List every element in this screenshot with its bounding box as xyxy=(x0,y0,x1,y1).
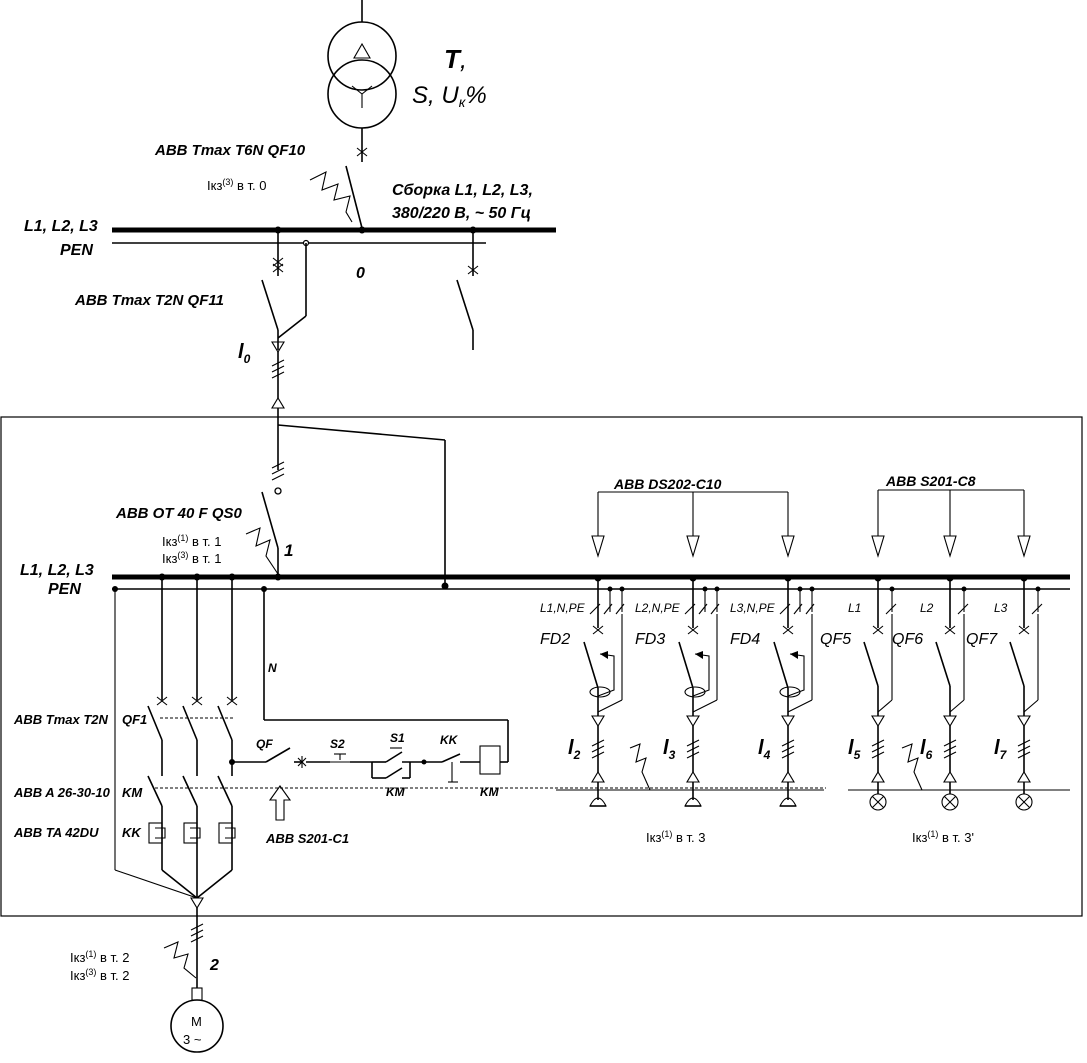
km-contact-label: KM xyxy=(386,785,406,799)
km-label: KM xyxy=(122,785,143,800)
qf10-breaker-symbol xyxy=(345,146,368,229)
feeder-device-label: QF5 xyxy=(820,631,851,648)
kk-contact-label: KK xyxy=(440,733,459,747)
feeder-device-label: FD2 xyxy=(540,631,570,648)
feeder-fd2: L1,N,PE FD2 l2 xyxy=(540,574,625,807)
motor-symbol xyxy=(170,987,224,1053)
s201c1-label: ABB S201-C1 xyxy=(265,831,349,846)
s1-label: S1 xyxy=(390,731,405,745)
cable-l0-symbol xyxy=(271,341,285,470)
ikz-point-1-three: Iкз(3) в т. 1 xyxy=(162,550,222,566)
ikz-point-2-single: Iкз(1) в т. 2 xyxy=(70,949,130,965)
cable-l0-label: l0 xyxy=(238,341,251,366)
feeder-device-label: FD3 xyxy=(635,631,665,648)
feeder-fd3: L2,N,PE FD3 l3 xyxy=(635,574,720,807)
km-coil-label: KM xyxy=(480,785,500,799)
node-1: 1 xyxy=(284,541,293,560)
feeder-phase-label: L2 xyxy=(920,601,934,615)
transformer-params: S, Uк% xyxy=(412,82,487,110)
s2-label: S2 xyxy=(330,737,345,751)
feeder-phase-label: L3 xyxy=(994,601,1008,615)
feeder-cable-label: l4 xyxy=(758,737,771,762)
motor-letter: M xyxy=(191,1014,202,1029)
reserve-breaker-symbol xyxy=(456,230,479,350)
ds202-label: ABB DS202-C10 xyxy=(613,476,722,492)
qf11-label: ABB Tmax T2N QF11 xyxy=(74,292,224,309)
lower-bus-pen: PEN xyxy=(48,581,81,598)
kk-device-label: ABB TA 42DU xyxy=(13,825,99,840)
assembly-line2: 380/220 В, ~ 50 Гц xyxy=(392,205,531,222)
transformer-name: T, xyxy=(444,44,467,74)
upper-bus-phases: L1, L2, L3 xyxy=(24,218,98,235)
feeders-group: L1,N,PE FD2 l2 L2,N,PE FD3 l3 L3,N,PE FD4 l4 L1QF… xyxy=(540,574,1043,811)
qf1-label: QF1 xyxy=(122,712,147,727)
qs0-label: ABB OT 40 F QS0 xyxy=(115,505,243,522)
assembly-line1: Сборка L1, L2, L3, xyxy=(392,182,533,199)
feeder-fd4: L3,N,PE FD4 l4 xyxy=(730,574,815,807)
feeder-phase-label: L1 xyxy=(848,601,861,615)
lower-bus-phases: L1, L2, L3 xyxy=(20,562,94,579)
ikz-point-3: Iкз(1) в т. 3 xyxy=(646,829,706,845)
ikz-point-1-single: Iкз(1) в т. 1 xyxy=(162,533,222,549)
qf1-device-label: ABB Tmax T2N xyxy=(13,712,109,727)
upper-bus-pen: PEN xyxy=(60,242,93,259)
transformer-symbol xyxy=(327,0,397,146)
km-device-label: ABB A 26-30-10 xyxy=(13,785,111,800)
ikz-point-3-prime: Iкз(1) в т. 3' xyxy=(912,829,974,845)
feeder-device-label: FD4 xyxy=(730,631,760,648)
control-circuit-symbol xyxy=(229,589,509,821)
feeder-device-label: QF7 xyxy=(966,631,998,648)
motor-phase: 3 ~ xyxy=(183,1032,202,1047)
fault-lightning-icon xyxy=(245,527,279,575)
qf10-label: ABB Tmax T6N QF10 xyxy=(154,142,306,159)
node-2: 2 xyxy=(209,957,219,974)
fault-lightning-icon xyxy=(901,743,923,791)
n-label: N xyxy=(268,661,277,675)
feeder-cable-label: l6 xyxy=(920,737,933,762)
qs0-switch-symbol xyxy=(261,424,446,586)
switchboard-frame xyxy=(0,416,1083,917)
kk-label: KK xyxy=(122,825,142,840)
feeder-device-label: QF6 xyxy=(892,631,923,648)
ds202-bracket xyxy=(591,491,795,558)
feeder-cable-label: l5 xyxy=(848,737,861,762)
s201c8-label: ABB S201-C8 xyxy=(885,473,976,489)
qf-control-label: QF xyxy=(256,737,273,751)
fault-lightning-icon xyxy=(629,743,651,791)
ikz-point-0: Iкз(3) в т. 0 xyxy=(207,177,267,193)
feeder-phase-label: L1,N,PE xyxy=(540,601,586,615)
qf11-breaker-symbol xyxy=(261,230,307,350)
ikz-point-2-three: Iкз(3) в т. 2 xyxy=(70,967,130,983)
feeder-cable-label: l3 xyxy=(663,737,676,762)
node-0: 0 xyxy=(356,265,365,282)
motor-feeder-symbol xyxy=(114,577,826,988)
feeder-cable-label: l7 xyxy=(994,737,1008,762)
feeder-cable-label: l2 xyxy=(568,737,581,762)
s201c8-bracket xyxy=(871,489,1031,558)
feeder-phase-label: L2,N,PE xyxy=(635,601,681,615)
fault-lightning-icon xyxy=(309,170,353,223)
fault-lightning-icon xyxy=(163,941,197,979)
feeder-phase-label: L3,N,PE xyxy=(730,601,776,615)
